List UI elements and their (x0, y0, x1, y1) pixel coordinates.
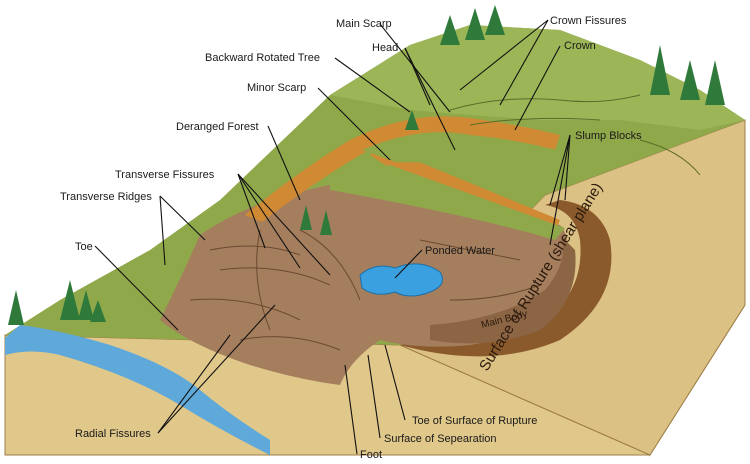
label-toe: Toe (75, 241, 93, 253)
leader-lines (94, 19, 571, 455)
label-crown: Crown (564, 40, 596, 52)
main-body-darker (430, 235, 576, 344)
label-main-scarp: Main Scarp (336, 18, 392, 30)
tree-group-top (440, 5, 725, 105)
slump-block-2 (330, 165, 565, 240)
label-crown-fissures: Crown Fissures (550, 15, 627, 27)
fissure-lines (189, 229, 541, 351)
label-transverse-fissures: Transverse Fissures (115, 169, 215, 181)
tree-group-left (8, 280, 106, 325)
label-minor-scarp: Minor Scarp (247, 82, 306, 94)
label-deranged-forest: Deranged Forest (176, 121, 259, 133)
label-head: Head (372, 42, 398, 54)
label-radial-fissures: Radial Fissures (75, 428, 151, 440)
label-slump-blocks: Slump Blocks (575, 130, 642, 142)
grass-upper-plateau (330, 25, 745, 130)
tree-group-slide (300, 110, 419, 235)
slump-block-1 (362, 132, 570, 165)
label-surface-of-separation: Surface of Sepearation (384, 433, 497, 445)
label-ponded-water: Ponded Water (425, 245, 495, 257)
label-backward-rotated-tree: Backward Rotated Tree (205, 52, 320, 64)
rupture-band (400, 200, 612, 357)
ponded-water (359, 263, 443, 297)
label-foot: Foot (360, 449, 382, 461)
crown-fissure-lines (449, 94, 701, 176)
label-toe-of-surface-of-rupture: Toe of Surface of Rupture (412, 415, 537, 427)
label-transverse-ridges: Transverse Ridges (60, 191, 152, 203)
river (5, 325, 270, 455)
